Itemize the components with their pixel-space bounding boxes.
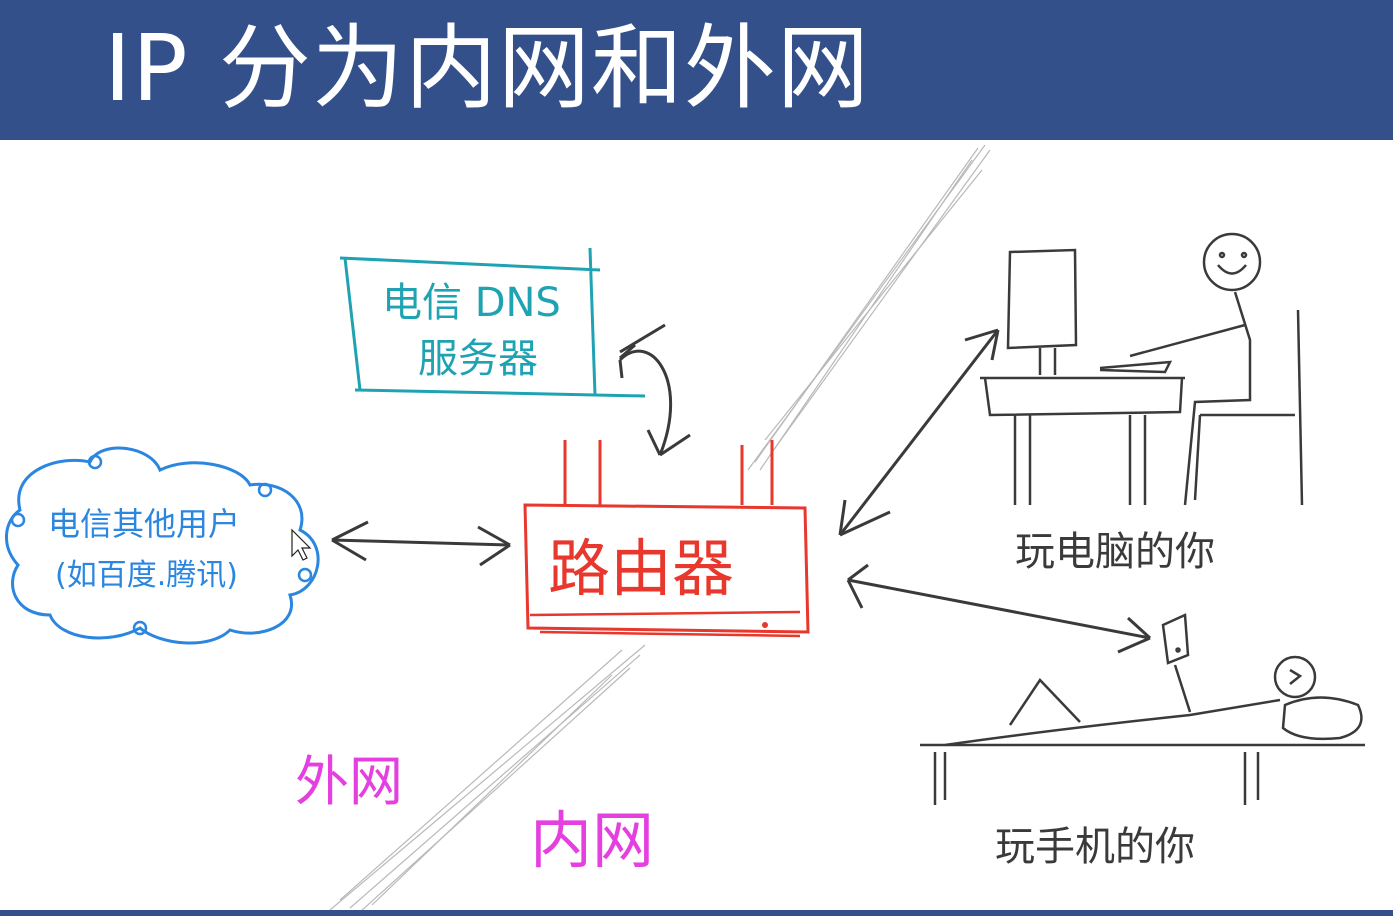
cloud-router-arrow <box>331 520 511 567</box>
pc-user-sketch: 玩电脑的你 <box>980 232 1304 575</box>
cloud-other-users: 电信其他用户 (如百度.腾讯) <box>4 446 320 645</box>
dns-router-arrow <box>618 323 691 457</box>
cloud-label-line1: 电信其他用户 <box>48 505 240 543</box>
dns-server-label-line1: 电信 DNS <box>382 280 561 326</box>
phone-user-label: 玩手机的你 <box>995 824 1195 870</box>
mouse-cursor-icon <box>291 528 312 561</box>
slide-title: IP 分为内网和外网 <box>104 15 870 122</box>
inner-outer-divider <box>329 144 991 910</box>
title-bar: IP 分为内网和外网 <box>0 0 1393 140</box>
router: 路由器 <box>523 440 810 638</box>
pc-user-label: 玩电脑的你 <box>1015 529 1215 575</box>
phone-user-sketch: 玩手机的你 <box>920 613 1365 870</box>
inner-net-label: 内网 <box>530 804 654 877</box>
bottom-bar <box>0 910 1393 916</box>
network-diagram: 电信 DNS 服务器 电信其他用户 (如百度.腾讯) 路由器 <box>4 144 1365 910</box>
router-label: 路由器 <box>548 532 734 605</box>
router-phone-arrow <box>846 563 1152 654</box>
outer-net-label: 外网 <box>295 750 403 813</box>
router-pc-arrow <box>838 328 1000 537</box>
dns-server: 电信 DNS 服务器 <box>339 247 646 398</box>
dns-server-label-line2: 服务器 <box>418 336 538 382</box>
cloud-label-line2: (如百度.腾讯) <box>55 558 238 593</box>
